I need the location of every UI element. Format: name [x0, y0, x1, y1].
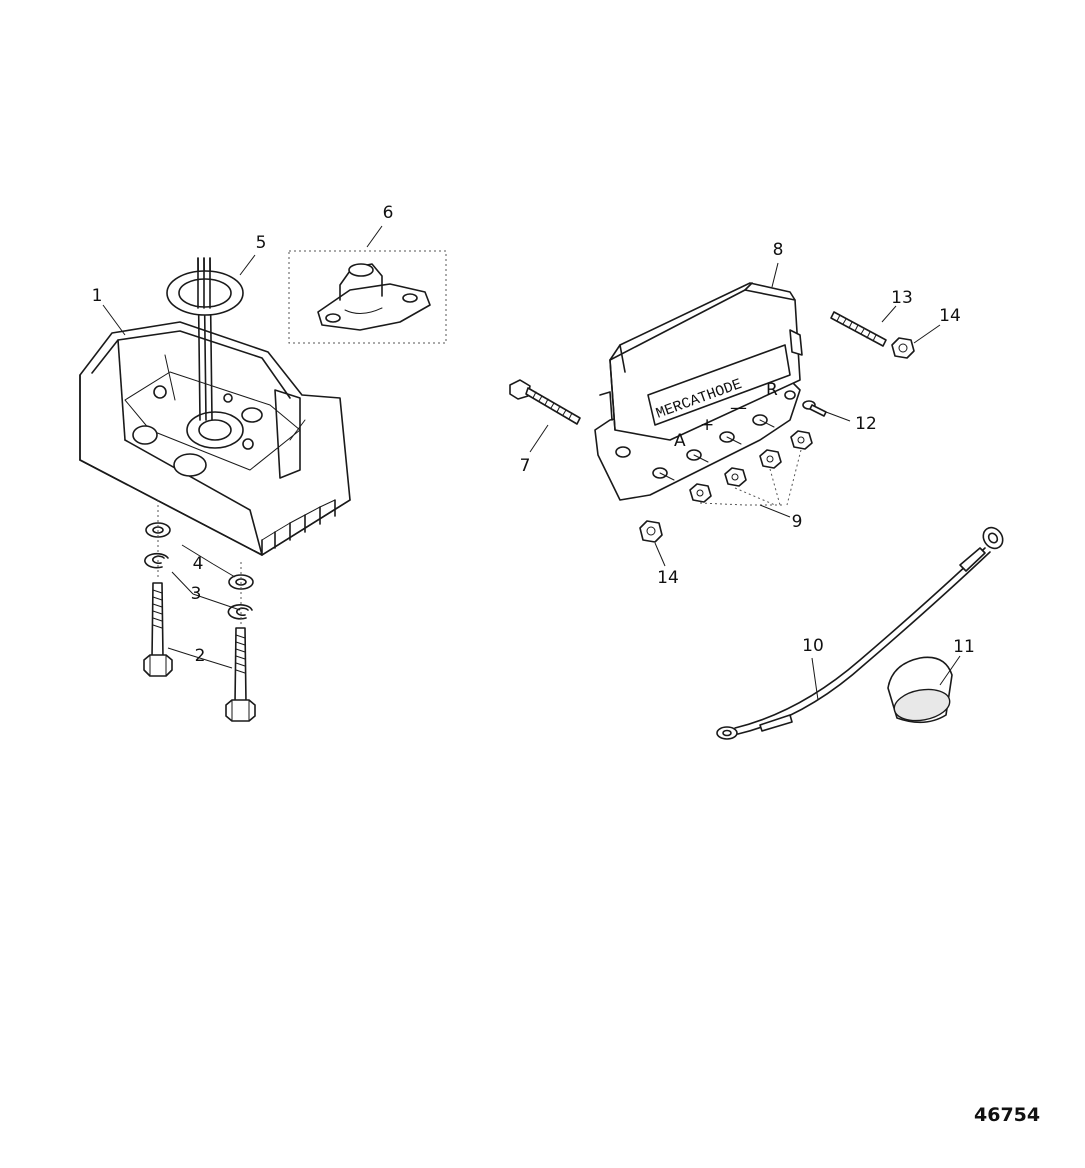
part-13-stud: [830, 311, 887, 347]
nut-9b: [724, 467, 747, 487]
terminal-minus-label: —: [730, 398, 747, 418]
callout-13: 13: [891, 288, 913, 308]
callout-6: 6: [383, 203, 394, 223]
callout-3: 3: [191, 584, 202, 604]
callout-7: 7: [520, 456, 531, 476]
nut-9c: [759, 449, 782, 469]
part-5-gasket: [166, 257, 244, 316]
terminal-r-label: R: [766, 380, 778, 400]
part-6-mount-inset: [288, 250, 447, 344]
part-3-lockring-right: [227, 604, 253, 620]
part-9-nuts: [689, 430, 813, 503]
callout-8: 8: [773, 240, 784, 260]
part-2-bolt-left: [143, 582, 173, 677]
callout-5: 5: [256, 233, 267, 253]
terminal-a-label: A: [674, 431, 686, 451]
nut-9d: [790, 430, 813, 450]
callout-11: 11: [953, 637, 975, 657]
part-12-screw: [802, 400, 827, 417]
callout-12: 12: [855, 414, 877, 434]
part-7-screw: [509, 379, 581, 425]
part-11-cap: [887, 656, 953, 724]
terminal-plus-label: +: [700, 415, 714, 435]
part-14-nut-top: [891, 337, 915, 359]
callout-2: 2: [195, 646, 206, 666]
part-14-nut-bottom: [639, 520, 663, 543]
callout-10: 10: [802, 636, 824, 656]
callout-1: 1: [92, 286, 103, 306]
callout-9: 9: [792, 512, 803, 532]
callout-4: 4: [193, 554, 204, 574]
nut-9a: [689, 483, 712, 503]
callout-numbers: 1 5 6 4 3 2 8 13 14 12 7 9 14 10 11: [92, 203, 975, 666]
part-3-lockring-left: [144, 552, 169, 569]
callout-14-bottom: 14: [657, 568, 679, 588]
callout-14-top: 14: [939, 306, 961, 326]
leader-lines: [102, 225, 961, 701]
part-1-housing: [79, 257, 351, 556]
part-10-ground-strap: [716, 526, 1004, 740]
part-2-bolt-right: [225, 627, 256, 722]
figure-number: 46754: [974, 1104, 1040, 1126]
part-8-mercathode-unit: MERCATHODE A + — R: [594, 282, 803, 501]
